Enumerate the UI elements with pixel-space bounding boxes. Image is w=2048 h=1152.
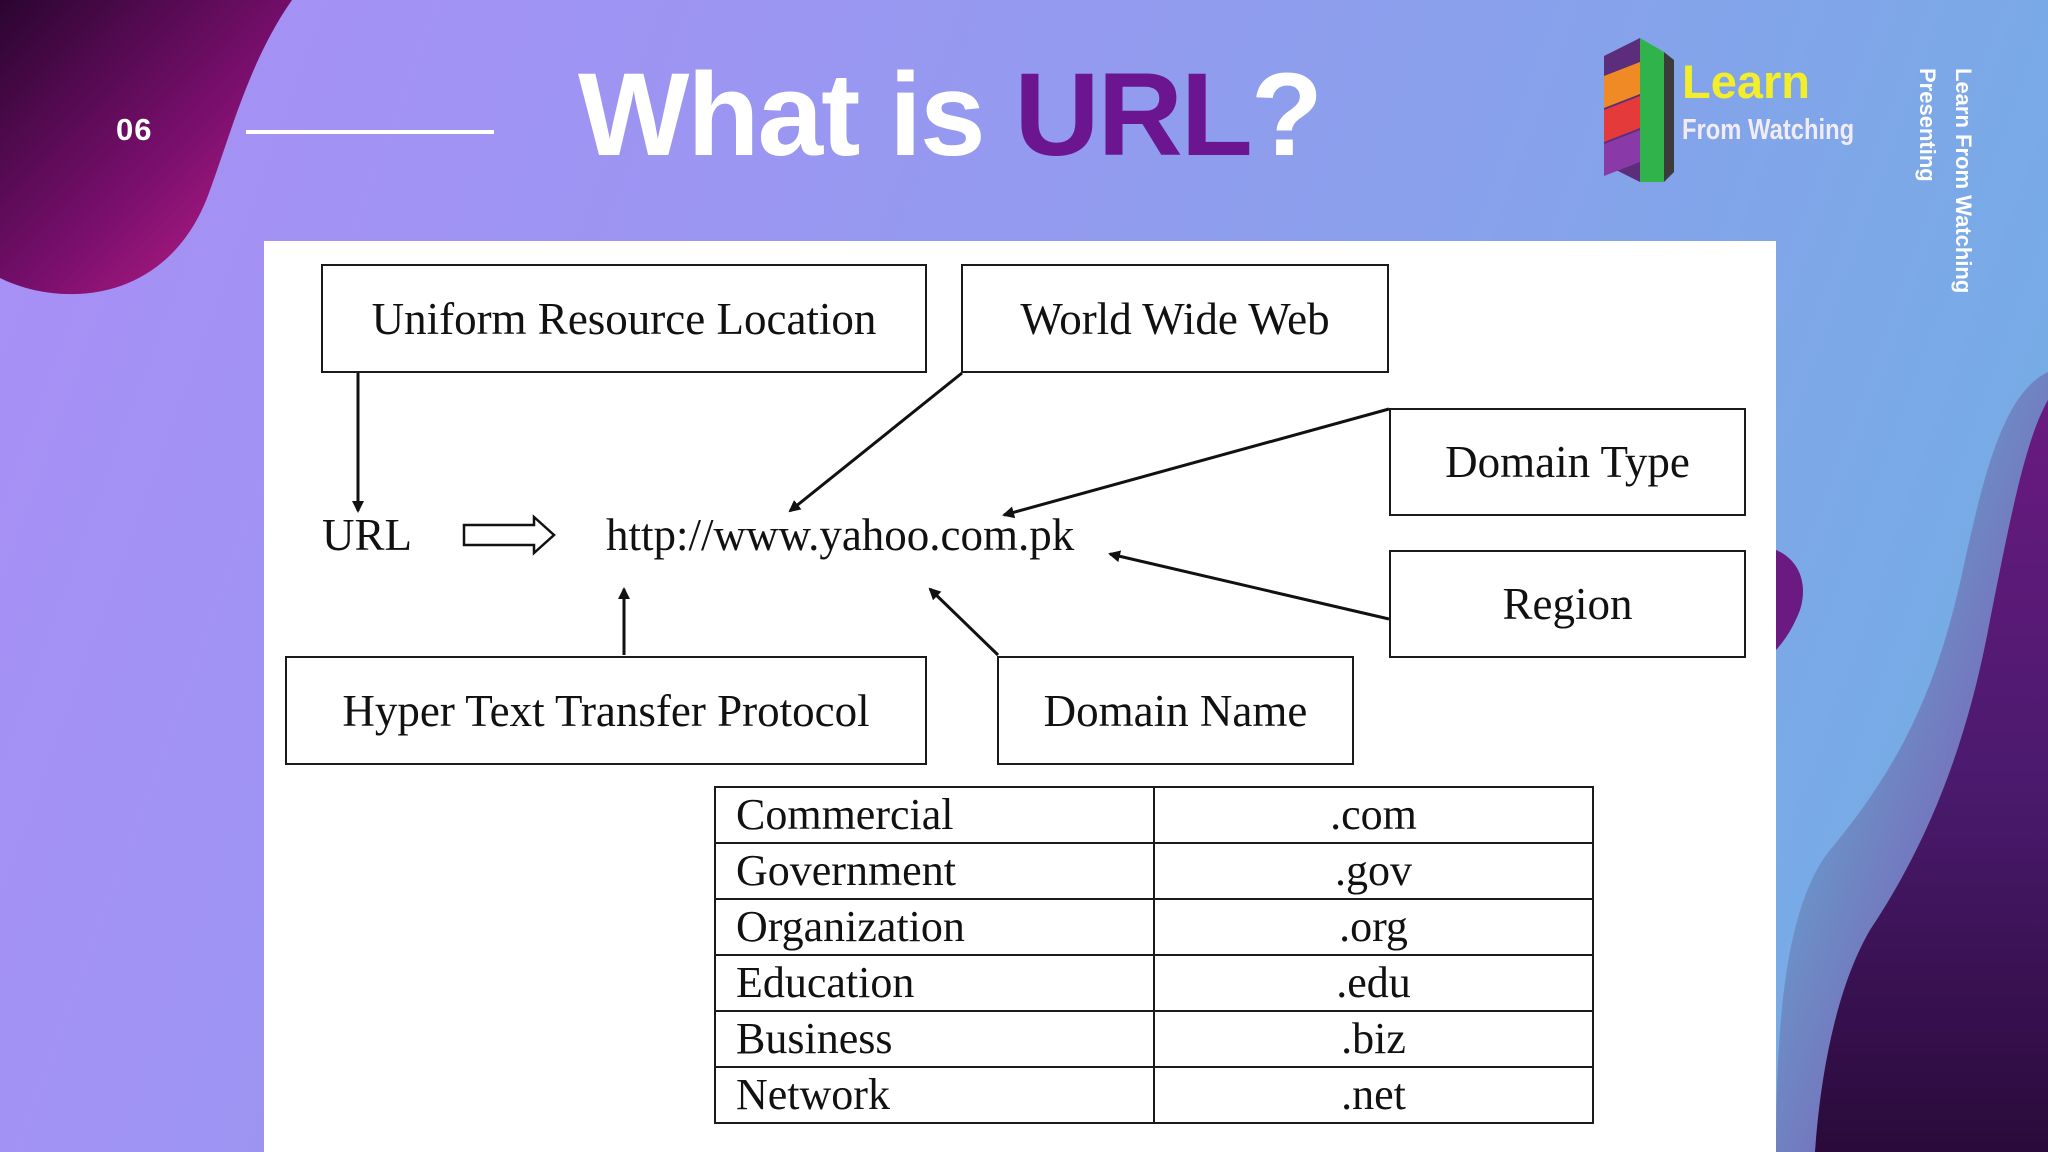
domain-tld-cell: .net	[1153, 1066, 1594, 1124]
arrow-www-to-url	[788, 371, 963, 513]
url-example: http://www.yahoo.com.pk	[606, 510, 1075, 560]
url-label: URL	[322, 510, 412, 560]
domain-tld-cell: .org	[1153, 898, 1594, 956]
table-row: Business.biz	[714, 1010, 1594, 1068]
world-wide-web-box: World Wide Web	[961, 264, 1389, 373]
domain-name-box: Domain Name	[997, 656, 1354, 765]
slide-number: 06	[116, 112, 153, 147]
url-equals-arrow-icon	[462, 514, 556, 556]
domain-tld-cell: .com	[1153, 786, 1594, 844]
region-box: Region	[1389, 550, 1746, 658]
side-text-line-1: Learn From Watching	[1951, 68, 1976, 294]
domain-category-cell: Business	[714, 1010, 1155, 1068]
arrow-domain-name-to-url	[928, 587, 1000, 657]
hypertext-transfer-protocol-box: Hyper Text Transfer Protocol	[285, 656, 927, 765]
domain-category-cell: Education	[714, 954, 1155, 1012]
table-row: Commercial.com	[714, 786, 1594, 844]
table-row: Network.net	[714, 1066, 1594, 1124]
arrow-region-to-url	[1108, 550, 1390, 621]
logo-word: Learn	[1682, 55, 1810, 108]
vertical-side-text: Learn From Watching Presenting	[1908, 68, 1978, 348]
logo-subword: From Watching	[1682, 114, 1855, 146]
uniform-resource-location-box: Uniform Resource Location	[321, 264, 927, 373]
slide-title: What is URL?	[578, 49, 1323, 181]
table-row: Organization.org	[714, 898, 1594, 956]
url-diagram-panel: Uniform Resource Location World Wide Web…	[264, 241, 1776, 1152]
diagram-arrows	[352, 371, 1390, 657]
arrow-domain-type-to-url	[1002, 407, 1390, 519]
title-accent: URL	[1014, 49, 1253, 181]
table-row: Government.gov	[714, 842, 1594, 900]
domain-type-box: Domain Type	[1389, 408, 1746, 516]
domain-category-cell: Commercial	[714, 786, 1155, 844]
domain-category-cell: Organization	[714, 898, 1155, 956]
side-text-line-2: Presenting	[1915, 68, 1940, 182]
domain-tld-cell: .gov	[1153, 842, 1594, 900]
domain-category-cell: Network	[714, 1066, 1155, 1124]
table-row: Education.edu	[714, 954, 1594, 1012]
title-suffix: ?	[1250, 49, 1323, 181]
domain-category-cell: Government	[714, 842, 1155, 900]
title-prefix: What is	[578, 49, 1015, 181]
logo-mark-icon	[1604, 38, 1674, 182]
brand-logo: Learn From Watching	[1594, 32, 1854, 192]
title-divider-line	[246, 130, 494, 134]
domain-tld-cell: .biz	[1153, 1010, 1594, 1068]
domain-tld-cell: .edu	[1153, 954, 1594, 1012]
